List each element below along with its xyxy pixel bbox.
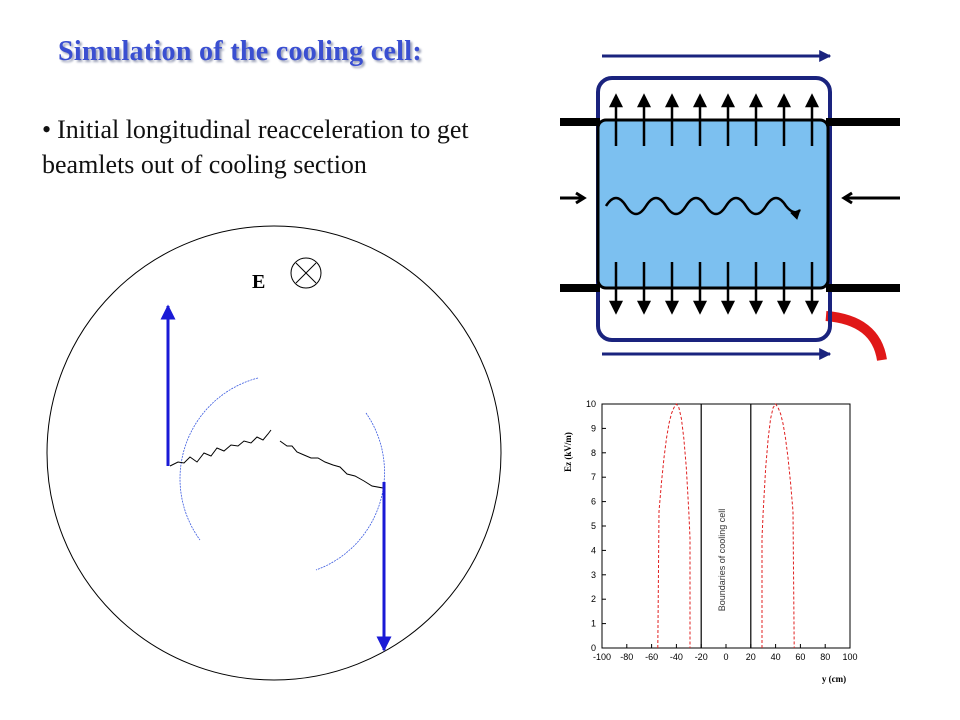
x-tick-label: 80 — [820, 652, 830, 662]
wavy-trajectory-icon — [604, 196, 801, 220]
field-curve — [761, 403, 795, 649]
ez-field-chart: 0 1 2 3 4 5 6 7 8 9 10 -100 -80 -60 -40 -20 0 20 40 60 80 10… — [563, 399, 858, 684]
x-tick-label: 20 — [746, 652, 756, 662]
bottom-field-arrows — [608, 262, 820, 315]
top-field-arrows — [608, 93, 820, 146]
y-tick-label: 2 — [591, 594, 596, 604]
trajectory-left — [169, 429, 272, 467]
y-axis-label: Ez (kV/m) — [563, 432, 573, 472]
boundary-annotation: Boundaries of cooling cell — [717, 509, 727, 612]
bullet-dot: • — [42, 115, 52, 144]
x-ticks: -100 -80 -60 -40 -20 0 20 40 60 80 100 — [593, 644, 858, 662]
y-tick-label: 6 — [591, 497, 596, 507]
x-axis-label: y (cm) — [822, 674, 846, 684]
trajectory-right — [279, 440, 384, 489]
y-tick-label: 3 — [591, 570, 596, 580]
bullet-text: •Initial longitudinal reacceleration to … — [42, 112, 522, 182]
y-tick-label: 1 — [591, 619, 596, 629]
y-tick-label: 0 — [591, 643, 596, 653]
beamlet-orbit-left — [179, 377, 259, 541]
y-tick-label: 10 — [586, 399, 596, 409]
x-tick-label: 100 — [842, 652, 857, 662]
field-curve — [657, 403, 691, 649]
x-tick-label: -20 — [695, 652, 708, 662]
bullet-label: Initial longitudinal reacceleration to g… — [42, 115, 469, 179]
cooling-region — [596, 118, 830, 290]
beamlet-orbit-right — [315, 412, 385, 571]
slide-title: Simulation of the cooling cell: — [58, 36, 422, 67]
x-tick-label: 40 — [771, 652, 781, 662]
x-tick-label: -40 — [670, 652, 683, 662]
y-ticks: 0 1 2 3 4 5 6 7 8 9 10 — [586, 399, 606, 653]
y-tick-label: 8 — [591, 448, 596, 458]
cell-boundary-lines — [700, 404, 752, 648]
y-tick-label: 9 — [591, 423, 596, 433]
x-tick-label: -100 — [593, 652, 611, 662]
cooling-cell-schematic — [560, 40, 900, 361]
x-tick-label: -60 — [645, 652, 658, 662]
y-tick-label: 7 — [591, 472, 596, 482]
chart-series — [657, 403, 795, 649]
simulation-diagram: E — [46, 225, 502, 681]
coil-icon — [825, 311, 887, 361]
beam-middle-left-icon — [560, 191, 587, 205]
x-tick-label: -80 — [620, 652, 633, 662]
y-tick-label: 4 — [591, 545, 596, 555]
x-tick-label: 60 — [795, 652, 805, 662]
simulation-boundary-circle — [46, 225, 502, 681]
x-tick-label: 0 — [723, 652, 728, 662]
into-page-icon — [290, 257, 322, 289]
field-label: E — [252, 271, 265, 293]
y-tick-label: 5 — [591, 521, 596, 531]
beam-middle-right-icon — [841, 191, 900, 205]
